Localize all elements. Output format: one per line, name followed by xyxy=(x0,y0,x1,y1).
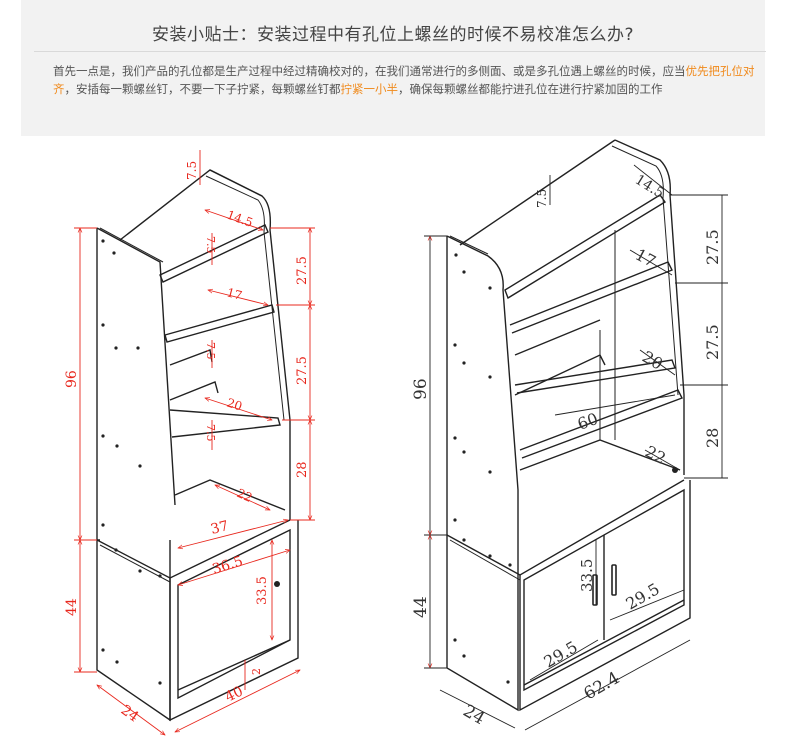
left-width-shelf: 37 xyxy=(209,518,230,538)
right-cabinet-drawing xyxy=(446,139,691,712)
tip-text: 首先一点是，我们产品的孔位都是生产过程中经过精确校对的，在我们通常进行的多侧面、… xyxy=(53,62,763,98)
left-door-height: 33.5 xyxy=(255,576,270,605)
tip-text-part-3: ，确保每颗螺丝都能拧进孔位在进行拧紧加固的工作 xyxy=(398,82,663,96)
left-shelf-depth-2: 17 xyxy=(225,285,243,302)
right-door-width-left: 29.5 xyxy=(541,637,581,671)
right-height-total: 96 xyxy=(411,378,431,400)
tip-text-part-2: ，安插每一颗螺丝钉，不要一下子拧紧，每颗螺丝钉都 xyxy=(64,82,341,96)
right-dimension-lines xyxy=(424,164,728,731)
left-shelf-depth-4: 22 xyxy=(235,486,255,505)
tip-text-part-1: 首先一点是，我们产品的孔位都是生产过程中经过精确校对的，在我们通常进行的多侧面、… xyxy=(53,64,686,78)
right-shelf-gap-2: 27.5 xyxy=(703,324,722,360)
right-top-offset: 7.5 xyxy=(535,189,549,208)
left-width-inner: 36.5 xyxy=(210,553,244,577)
left-back-offset-1: 7.5 xyxy=(204,236,217,254)
left-back-offset-2: 7.5 xyxy=(204,342,217,360)
install-tip-panel: 安装小贴士：安装过程中有孔位上螺丝的时候不易校准怎么办? 首先一点是，我们产品的… xyxy=(21,0,766,136)
left-shelf-gap-2: 27.5 xyxy=(295,356,310,385)
left-back-offset-3: 7.5 xyxy=(204,424,217,442)
left-height-cabinet: 44 xyxy=(64,598,80,616)
right-door-width-right: 29.5 xyxy=(623,579,663,613)
left-shelf-depth-3: 20 xyxy=(225,396,244,414)
left-cabinet-drawing xyxy=(96,169,299,722)
right-height-cabinet: 44 xyxy=(411,596,431,618)
left-screw-holes xyxy=(101,239,280,685)
left-top-offset: 7.5 xyxy=(185,161,199,180)
left-shelf-gap-1: 27.5 xyxy=(295,256,310,285)
right-dimension-labels: 96 44 7.5 27.5 27.5 28 14.5 17 20 60 22 … xyxy=(411,172,722,729)
right-door-height: 33.5 xyxy=(578,559,596,592)
tip-title: 安装小贴士：安装过程中有孔位上螺丝的时候不易校准怎么办? xyxy=(151,25,635,45)
tip-highlight-2: 拧紧一小半 xyxy=(340,82,399,96)
left-dimension-lines xyxy=(74,150,315,735)
left-shelf-depth-1: 14.5 xyxy=(225,208,255,230)
left-height-total: 96 xyxy=(64,370,80,388)
right-depth: 24 xyxy=(460,701,489,729)
tip-divider xyxy=(34,51,766,52)
right-screw-holes xyxy=(453,253,678,684)
left-shelf-gap-3: 28 xyxy=(295,461,310,478)
left-width: 40 xyxy=(223,683,246,705)
right-shelf-gap-1: 27.5 xyxy=(703,229,722,265)
left-dimension-labels: 96 44 7.5 27.5 27.5 28 14.5 17 20 22 7.5… xyxy=(64,161,310,726)
tip-highlight-1: 优先把孔位对齐 xyxy=(53,64,755,96)
left-kick: 2 xyxy=(250,668,263,675)
left-depth: 24 xyxy=(118,702,142,725)
right-shelf-gap-3: 28 xyxy=(703,428,722,448)
right-door-handles xyxy=(592,564,617,606)
